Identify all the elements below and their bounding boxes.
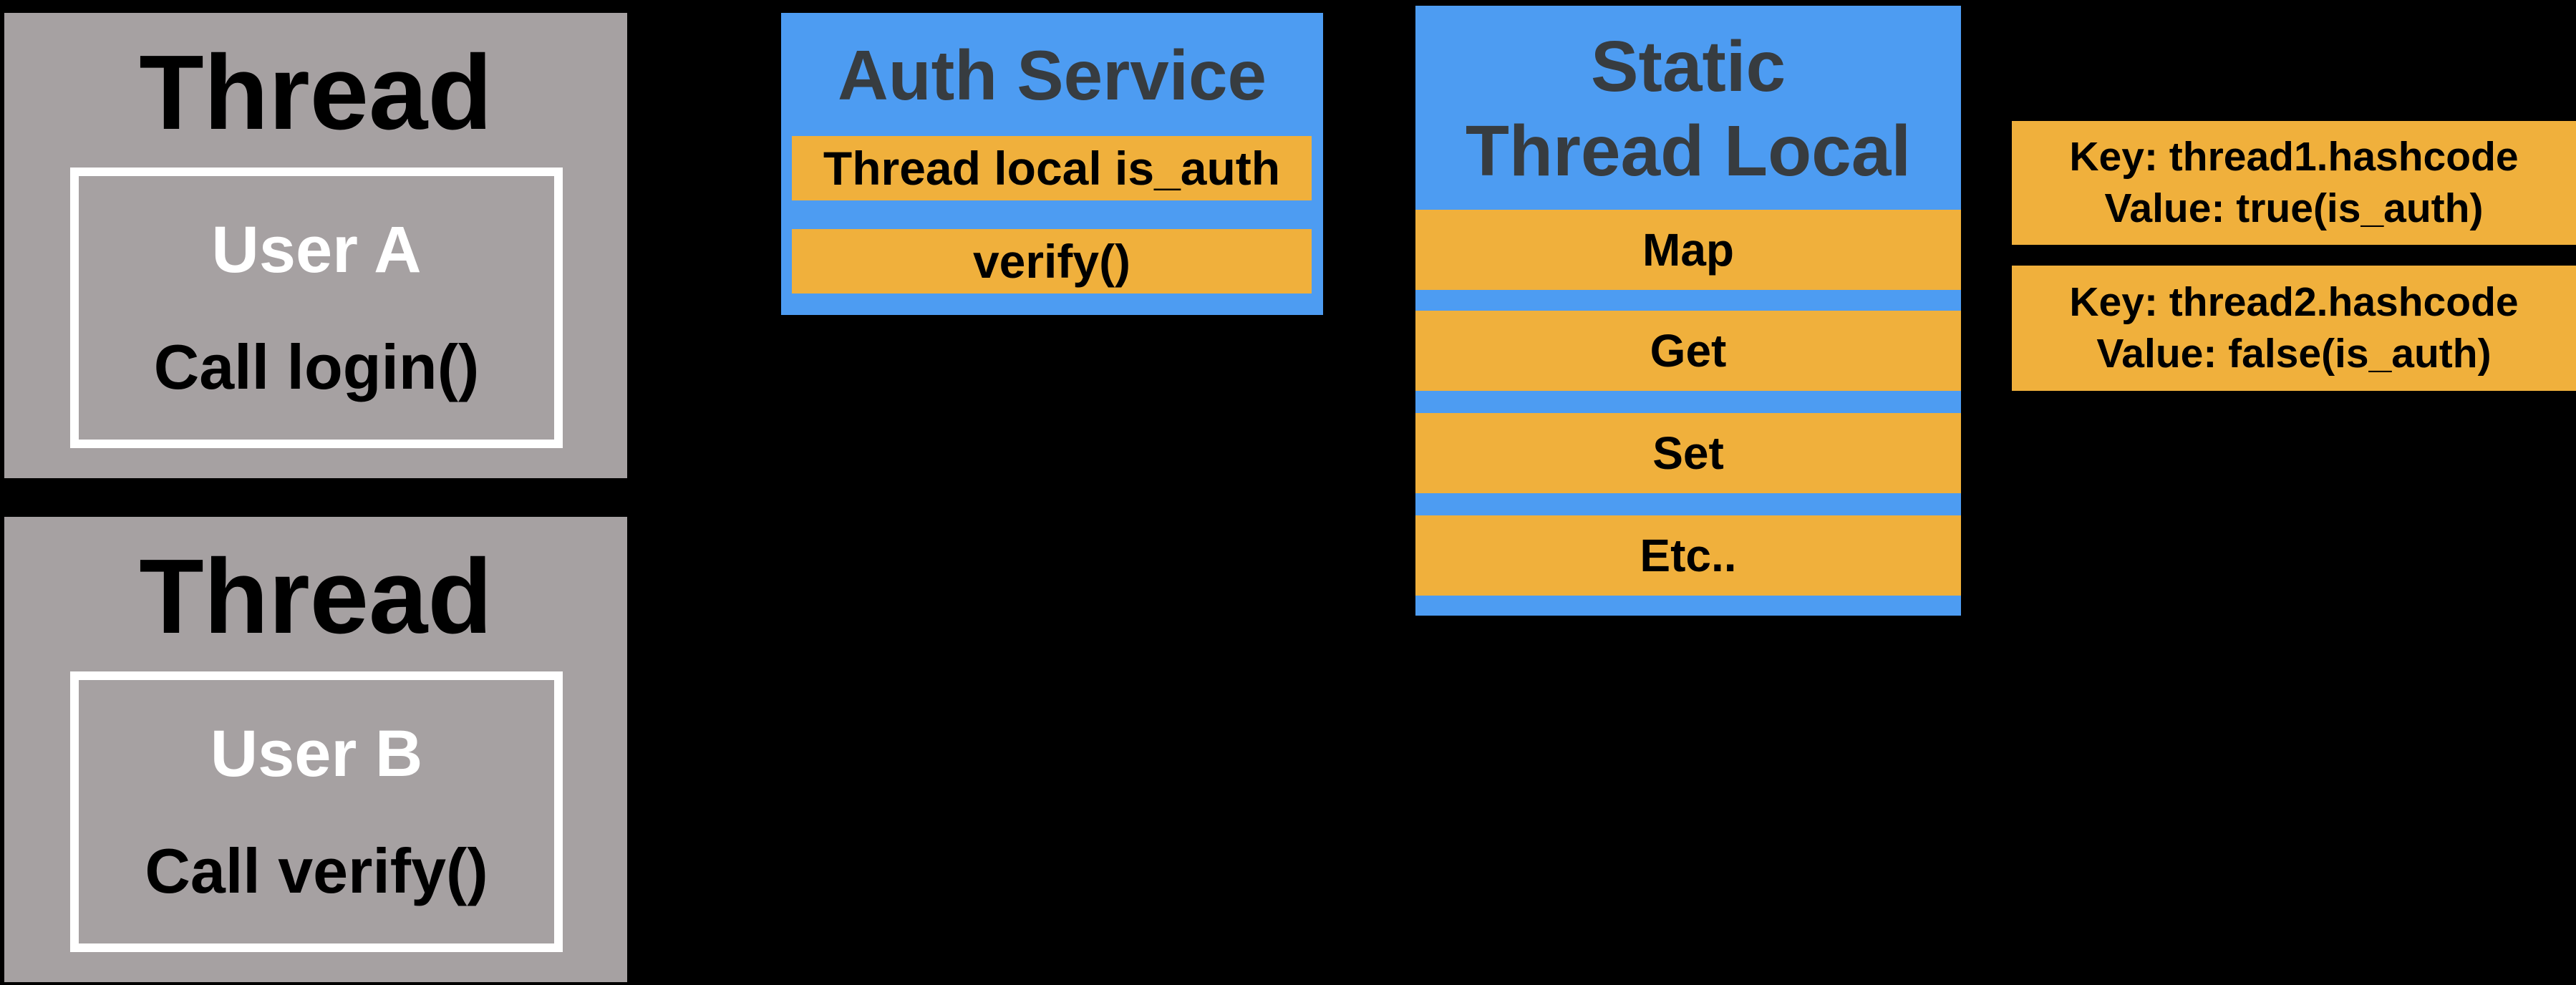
auth-service-title: Auth Service <box>837 36 1267 115</box>
thread-a-box: Thread User A Call login() <box>4 13 627 478</box>
auth-service-verify-bar: verify() <box>792 229 1312 293</box>
static-thread-local-map-bar: Map <box>1415 210 1961 290</box>
thread-b-inner-box: User B Call verify() <box>70 671 563 952</box>
thread-a-action-label: Call login() <box>153 331 480 402</box>
map-entry-thread1-value: Value: true(is_auth) <box>2104 185 2484 231</box>
static-thread-local-etc-bar: Etc.. <box>1415 515 1961 596</box>
map-entry-thread2: Key: thread2.hashcode Value: false(is_au… <box>2012 266 2576 391</box>
thread-a-title: Thread <box>139 34 493 152</box>
thread-b-box: Thread User B Call verify() <box>4 517 627 982</box>
thread-b-title: Thread <box>139 538 493 656</box>
static-thread-local-get-bar: Get <box>1415 311 1961 391</box>
auth-service-box: Auth Service Thread local is_auth verify… <box>781 13 1323 315</box>
static-thread-local-set-bar: Set <box>1415 413 1961 493</box>
thread-a-user-label: User A <box>211 213 422 286</box>
static-thread-local-title: Static Thread Local <box>1415 24 1961 193</box>
map-entry-thread2-value: Value: false(is_auth) <box>2096 330 2492 377</box>
map-entry-thread1: Key: thread1.hashcode Value: true(is_aut… <box>2012 121 2576 245</box>
map-entry-thread1-key: Key: thread1.hashcode <box>2069 134 2519 180</box>
static-thread-local-box: Static Thread Local Map Get Set Etc.. <box>1415 6 1961 616</box>
static-thread-local-title-line2: Thread Local <box>1465 111 1912 191</box>
thread-b-user-label: User B <box>210 717 423 790</box>
map-entry-thread2-key: Key: thread2.hashcode <box>2069 279 2519 326</box>
static-thread-local-title-line1: Static <box>1590 26 1786 107</box>
thread-b-action-label: Call verify() <box>145 835 488 906</box>
auth-service-thread-local-bar: Thread local is_auth <box>792 136 1312 200</box>
thread-a-inner-box: User A Call login() <box>70 168 563 448</box>
